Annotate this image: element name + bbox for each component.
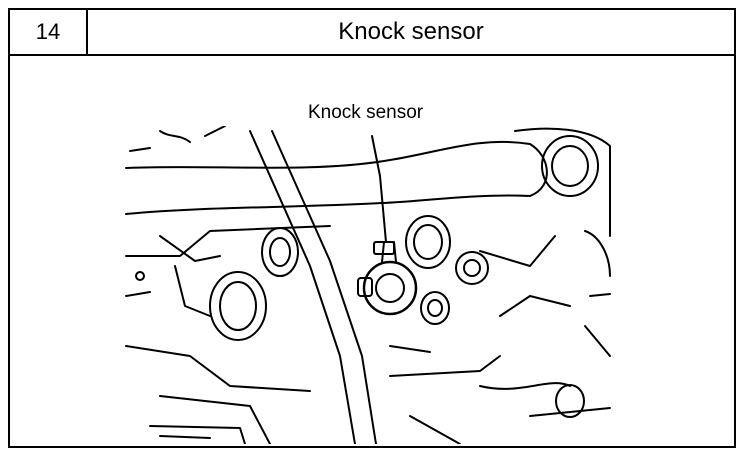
step-number: 14 [10, 10, 88, 54]
upper-tube [125, 140, 531, 169]
block-outline [125, 225, 331, 257]
knock-sensor [357, 241, 418, 316]
knock-sensor-callout: Knock sensor [308, 102, 424, 123]
procedure-header: 14 Knock sensor [10, 10, 734, 56]
bracket [249, 130, 356, 444]
left-boss [209, 271, 267, 341]
sensor-wire [371, 135, 387, 243]
right-housing [514, 127, 611, 237]
procedure-frame: 14 Knock sensor [8, 8, 736, 448]
engine-drawing [125, 126, 611, 444]
procedure-title: Knock sensor [338, 18, 484, 45]
engine-illustration: Knock sensor [10, 56, 734, 446]
